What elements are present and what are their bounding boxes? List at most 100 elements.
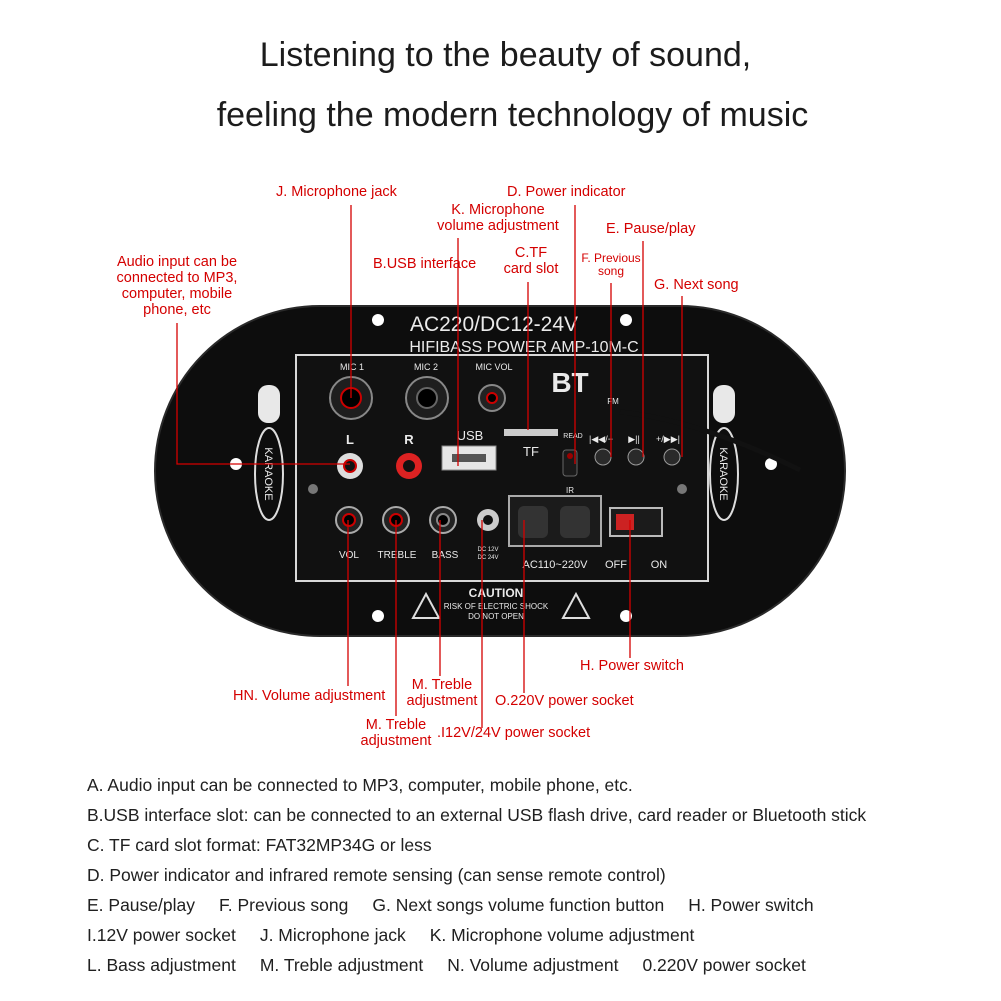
description-d: D. Power indicator and infrared remote s… (87, 865, 666, 885)
ac-label: AC110~220V (523, 559, 589, 571)
callout-audio-input-line-3: computer, mobile (121, 286, 233, 302)
callout-power-indicator: D. Power indicator (507, 184, 626, 200)
karaoke-right-label: KARAOKE (717, 447, 729, 500)
dc12-label: DC 12V (477, 547, 498, 553)
description-g: G. Next songs volume function button (372, 895, 665, 915)
callout-treble-top-line-2: adjustment (406, 693, 478, 709)
callout-previous-line-1: F. Previous (581, 251, 641, 265)
description-l: L. Bass adjustment (87, 955, 236, 975)
callout-audio-input-line-4: phone, etc (143, 302, 211, 318)
btn-next-label: +/▶▶| (656, 434, 680, 444)
callout-previous-line-2: song (597, 264, 625, 278)
antenna-cable (619, 409, 802, 473)
callout-next-song: G. Next song (654, 277, 739, 293)
read-label: READ (563, 433, 582, 440)
btn-prev-label: |◀◀/− (589, 434, 613, 444)
description-f: F. Previous song (218, 895, 349, 915)
btn-play-label: ▶|| (628, 434, 640, 444)
on-label: ON (651, 559, 668, 571)
rca-right-input (396, 453, 422, 479)
panel-model: HIFIBASS POWER AMP-10M-C (409, 339, 638, 356)
callout-audio-input-line-2: connected to MP3, (116, 270, 238, 286)
callout-mic-jack: J. Microphone jack (276, 184, 397, 200)
description-n: N. Volume adjustment (447, 955, 619, 975)
warning-icon-right (561, 591, 591, 619)
amplifier-diagram: KARAOKE KARAOKE AC220/DC12-24V HIFIBASS … (106, 184, 846, 749)
callout-treble-bottom-line-2: adjustment (360, 733, 432, 749)
karaoke-left-plate (254, 385, 284, 521)
caution-label: CAUTION (469, 586, 524, 600)
usb-label: USB (457, 428, 484, 443)
previous-song-button (594, 448, 612, 466)
description-m: M. Treble adjustment (259, 955, 424, 975)
power-indicator-led (562, 449, 578, 477)
mic-volume-knob (478, 384, 506, 412)
callout-tf-line-1: C.TF (514, 245, 548, 261)
karaoke-left-label: KARAOKE (262, 447, 274, 500)
panel-title: AC220/DC12-24V (410, 313, 578, 336)
callout-treble-top: M. Treble adjustment (404, 677, 480, 709)
description-h: H. Power switch (688, 895, 814, 915)
mic1-label: MIC 1 (340, 362, 364, 372)
description-row-efgh: E. Pause/play F. Previous song G. Next son… (87, 895, 838, 916)
description-row-lmno: L. Bass adjustment M. Treble adjustment N.… (87, 955, 830, 976)
mounting-holes (230, 314, 777, 622)
callout-treble-top-line-1: M. Treble (411, 677, 473, 693)
description-i: I.12V power socket (87, 925, 236, 945)
vol-label: VOL (339, 550, 359, 561)
mic2-jack (405, 376, 449, 420)
callout-mic-volume: K. Microphone volume adjustment (423, 202, 573, 234)
micvol-label: MIC VOL (475, 362, 512, 372)
ir-label: IR (566, 486, 574, 495)
warning-line-1: RISK OF ELECTRIC SHOCK (444, 602, 549, 611)
screws (308, 484, 687, 494)
left-channel-label: L (346, 432, 354, 447)
pause-play-button (627, 448, 645, 466)
off-label: OFF (605, 559, 627, 571)
amplifier-board-svg: KARAOKE KARAOKE AC220/DC12-24V HIFIBASS … (154, 205, 846, 728)
tf-label: TF (523, 444, 539, 459)
warning-line-2: DO NOT OPEN (468, 612, 524, 621)
callout-treble-bottom-line-1: M. Treble (365, 717, 427, 733)
callout-12v-socket: .I12V/24V power socket (437, 725, 591, 741)
description-j: J. Microphone jack (259, 925, 406, 945)
description-c: C. TF card slot format: FAT32MP34G or le… (87, 835, 432, 855)
headline-line-2: feeling the modern technology of music (216, 96, 809, 134)
callout-tf-line-2: card slot (503, 261, 559, 277)
callout-power-switch: H. Power switch (580, 658, 684, 674)
dc-power-jack (477, 509, 499, 531)
rca-left-input (337, 453, 363, 479)
tf-card-slot (504, 429, 558, 436)
callout-audio-input: Audio input can be connected to MP3, com… (106, 254, 248, 318)
callout-audio-input-line-1: Audio input can be (116, 254, 238, 270)
callout-mic-volume-line-2: volume adjustment (437, 218, 559, 234)
treble-label: TREBLE (378, 550, 417, 561)
mic2-label: MIC 2 (414, 362, 438, 372)
description-k: K. Microphone volume adjustment (429, 925, 695, 945)
headline-line-1: Listening to the beauty of sound, (259, 36, 752, 74)
bass-knob (429, 506, 457, 534)
callout-pause-play: E. Pause/play (606, 221, 696, 237)
description-row-ijk: I.12V power socket J. Microphone jack K. M… (87, 925, 718, 946)
callout-previous-song: F. Previous song (574, 252, 648, 278)
fm-label: FM (607, 397, 619, 406)
description-e: E. Pause/play (87, 895, 195, 915)
volume-knob (335, 506, 363, 534)
dc24-label: DC 24V (477, 555, 498, 561)
right-channel-label: R (404, 432, 414, 447)
warning-icon-left (411, 591, 441, 619)
bt-label: BT (551, 367, 588, 398)
description-o: 0.220V power socket (642, 955, 806, 975)
description-b: B.USB interface slot: can be connected t… (87, 805, 867, 825)
callout-usb: B.USB interface (373, 256, 477, 272)
next-song-button (663, 448, 681, 466)
callout-volume: HN. Volume adjustment (233, 688, 386, 704)
callout-leader-lines (176, 205, 683, 728)
callout-220v-socket: O.220V power socket (495, 693, 634, 709)
callout-tf: C.TF card slot (493, 245, 569, 277)
bass-label: BASS (432, 550, 459, 561)
callout-treble-bottom: M. Treble adjustment (358, 717, 434, 749)
description-a: A. Audio input can be connected to MP3, … (87, 775, 633, 795)
karaoke-right-plate (709, 385, 739, 521)
callout-mic-volume-line-1: K. Microphone (451, 202, 545, 218)
